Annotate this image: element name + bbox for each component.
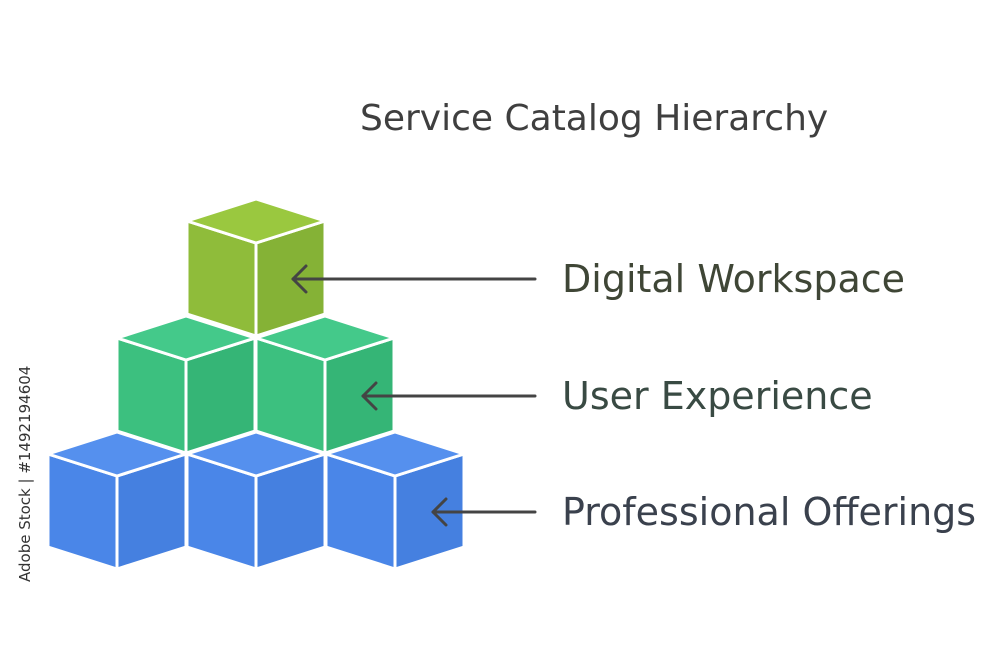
diagram-title: Service Catalog Hierarchy (360, 98, 828, 139)
cube-top-face (115, 314, 257, 362)
connector-arrow (291, 264, 537, 294)
cube (115, 314, 257, 455)
arrow-head-icon (291, 264, 308, 294)
level-label-user-experience: User Experience (562, 374, 873, 418)
level-label-professional-offerings: Professional Offerings (562, 490, 976, 534)
connector-arrow (361, 381, 537, 411)
level-label-digital-workspace: Digital Workspace (562, 257, 905, 301)
cube-top-face (254, 314, 396, 362)
connector-arrow (431, 497, 537, 527)
cube (185, 197, 327, 338)
cube (185, 430, 327, 571)
arrow-head-icon (431, 497, 448, 527)
cube-top-face (185, 197, 327, 245)
cube (46, 430, 188, 571)
cube (254, 314, 396, 455)
stock-watermark: Adobe Stock | #1492194604 (16, 366, 34, 582)
label-connectors (291, 264, 537, 527)
arrow-head-icon (361, 381, 378, 411)
cube-pyramid (46, 197, 466, 571)
